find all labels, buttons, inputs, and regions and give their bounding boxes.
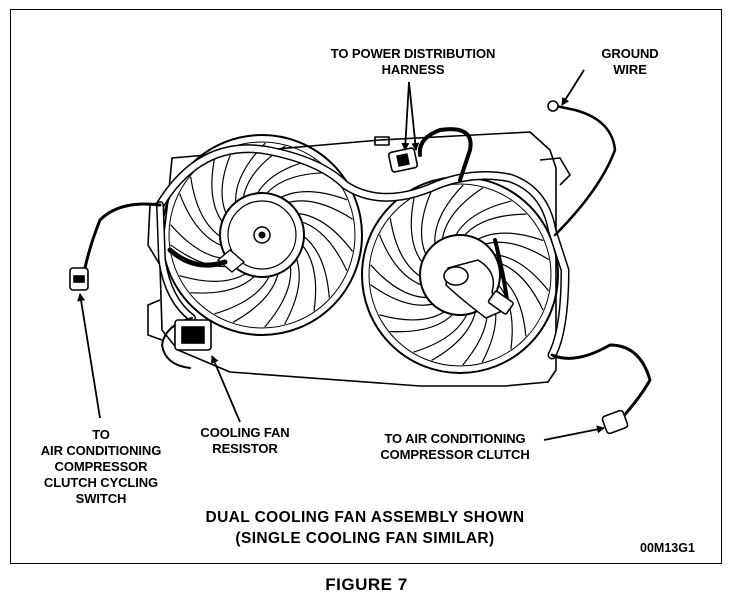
fan-blade (190, 274, 257, 294)
label-ac-compressor-clutch: TO AIR CONDITIONING COMPRESSOR CLUTCH (380, 431, 530, 462)
fan-blade (211, 155, 225, 225)
fan-blade-edge (299, 220, 348, 271)
fan-blade (431, 309, 477, 361)
figure-title: FIGURE 7 (325, 575, 408, 594)
fan-blade-edge (286, 200, 353, 220)
fan-blade (378, 234, 424, 287)
fan-blade (301, 234, 330, 298)
fan-blade (232, 271, 280, 323)
fan-blade-edge (413, 311, 469, 353)
fan-blade-edge (179, 271, 249, 282)
fan-blade-edge (221, 147, 235, 216)
fan-blade (389, 312, 456, 333)
fan-blade (475, 232, 544, 242)
fan-blade-edge (379, 310, 447, 321)
label-cooling-fan-resistor: COOLING FAN RESISTOR (200, 425, 290, 456)
fan-blade-edge (462, 213, 527, 238)
figure-frame (10, 9, 722, 564)
connectors (69, 100, 629, 435)
left-fan (161, 134, 363, 336)
fan-blade-edge (441, 187, 484, 242)
fan-blade-edge (496, 282, 513, 350)
fan-blade (284, 256, 300, 325)
label-ac-clutch-cycling-switch: TO AIR CONDITIONING COMPRESSOR CLUTCH CY… (40, 427, 162, 506)
right-fan (361, 176, 559, 374)
fan-blade-edge (190, 176, 223, 239)
fan-blade (454, 200, 512, 238)
fan-blade-edge (482, 241, 550, 261)
fan-blade-edge (264, 263, 292, 328)
label-ground-wire: GROUND WIRE (601, 46, 659, 77)
leader-arrows (77, 69, 605, 441)
label-power-distribution-harness: TO POWER DISTRIBUTION HARNESS (330, 46, 496, 77)
fan-blade-edge (389, 218, 423, 279)
fan-blade-edge (300, 243, 317, 311)
fan-blade (370, 284, 436, 306)
fan-blade (410, 197, 424, 265)
figure-code: 00M13G1 (640, 541, 695, 555)
fan-blade-edge (214, 273, 271, 315)
fan-blade (179, 193, 224, 247)
fan-blade-edge (370, 264, 430, 299)
caption-line-1: DUAL COOLING FAN ASSEMBLY SHOWN (205, 509, 525, 526)
fan-blade (278, 191, 348, 201)
fan-blade (434, 184, 464, 247)
caption-line-2: (SINGLE COOLING FAN SIMILAR) (235, 530, 495, 547)
fan-blade (295, 212, 353, 252)
fan-blade-edge (420, 189, 433, 257)
wiring-harness (83, 104, 652, 422)
